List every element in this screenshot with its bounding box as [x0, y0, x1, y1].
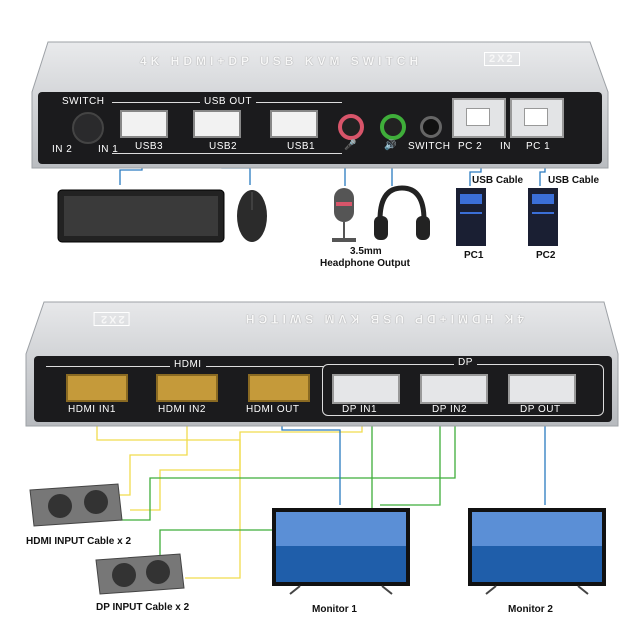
- pc1-usb-port[interactable]: [510, 98, 564, 138]
- hdmi-in1-label: HDMI IN1: [68, 404, 116, 415]
- dp-out-label: DP OUT: [520, 404, 561, 415]
- headphone-caption-1: 3.5mm: [350, 246, 382, 257]
- pc1-tower-icon: [456, 188, 486, 246]
- dp-in1-port[interactable]: [332, 374, 400, 404]
- pc2-usb-port[interactable]: [452, 98, 506, 138]
- usb3-label: USB3: [132, 141, 167, 152]
- mic-jack[interactable]: [338, 114, 364, 140]
- dp-in1-label: DP IN1: [342, 404, 378, 415]
- usb1-label: USB1: [284, 141, 319, 152]
- pc1-port-label: PC 1: [526, 141, 551, 152]
- mic-icon: 🎤: [344, 140, 357, 151]
- switch-label: SWITCH: [62, 96, 105, 107]
- usb-cable-label-1: USB Cable: [472, 175, 524, 186]
- usb1-port[interactable]: [270, 110, 318, 138]
- usb-cable-label-2: USB Cable: [548, 175, 600, 186]
- in-mid-label: IN: [500, 141, 511, 152]
- top-model-text: 4K HDMI+DP USB KVM SWITCH: [140, 54, 423, 68]
- usb-out-label: USB OUT: [200, 96, 256, 107]
- usb3-port[interactable]: [120, 110, 168, 138]
- switch-button[interactable]: [72, 112, 104, 144]
- pc1-port-socket: [524, 108, 548, 126]
- bottom-model-badge: 2X2: [94, 312, 130, 326]
- dp-group-label: DP: [454, 357, 477, 368]
- pc2-port-label: PC 2: [458, 141, 483, 152]
- bottom-kvm-device: 4K HDMI+DP USB KVM SWITCH 2X2 HDMI HDMI …: [24, 298, 620, 430]
- dp-input-caption: DP INPUT Cable x 2: [96, 602, 190, 613]
- microphone-icon: [332, 188, 356, 242]
- hdmi-in2-label: HDMI IN2: [158, 404, 206, 415]
- top-peripherals: [57, 185, 558, 246]
- hdmi-input-caption: HDMI INPUT Cable x 2: [26, 536, 132, 547]
- in1-label: IN 1: [98, 144, 119, 155]
- audio-jack[interactable]: [380, 114, 406, 140]
- pc1-caption: PC1: [464, 250, 484, 261]
- hdmi-group-label: HDMI: [170, 359, 206, 370]
- usb2-label: USB2: [206, 141, 241, 152]
- headphone-caption-2: Headphone Output: [320, 258, 410, 269]
- dp-out-port[interactable]: [508, 374, 576, 404]
- switch-jack[interactable]: [420, 116, 442, 138]
- switch-jack-label: SWITCH: [408, 141, 451, 152]
- monitor-2-icon: [468, 508, 606, 595]
- headphones-icon: [374, 185, 430, 240]
- top-model-badge: 2X2: [484, 52, 520, 66]
- monitor-2-caption: Monitor 2: [508, 604, 553, 615]
- hdmi-in1-port[interactable]: [66, 374, 128, 402]
- mouse-icon: [237, 190, 267, 242]
- pc2-tower-icon: [528, 188, 558, 246]
- graphics-card-2-icon: [95, 553, 185, 595]
- monitor-1-icon: [272, 508, 410, 595]
- hdmi-in2-port[interactable]: [156, 374, 218, 402]
- bottom-model-text: 4K HDMI+DP USB KVM SWITCH: [241, 312, 524, 326]
- in2-label: IN 2: [52, 144, 73, 155]
- monitor-1-caption: Monitor 1: [312, 604, 357, 615]
- dp-in2-port[interactable]: [420, 374, 488, 404]
- pc2-port-socket: [466, 108, 490, 126]
- top-kvm-device: 4K HDMI+DP USB KVM SWITCH 2X2 SWITCH IN …: [30, 40, 610, 170]
- keyboard-icon: [57, 189, 225, 243]
- speaker-icon: 🔊: [384, 140, 397, 151]
- dp-in2-label: DP IN2: [432, 404, 468, 415]
- pc2-caption: PC2: [536, 250, 556, 261]
- usb2-port[interactable]: [193, 110, 241, 138]
- hdmi-out-port[interactable]: [248, 374, 310, 402]
- hdmi-out-label: HDMI OUT: [246, 404, 300, 415]
- bottom-peripherals: [29, 483, 606, 595]
- graphics-card-1-icon: [29, 483, 123, 527]
